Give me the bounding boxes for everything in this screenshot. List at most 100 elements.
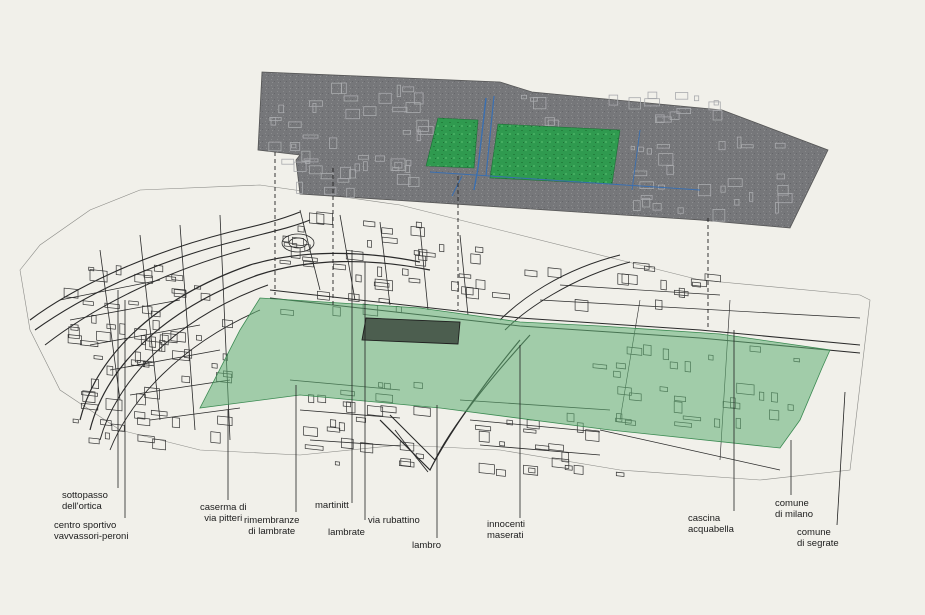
building-block <box>200 292 211 301</box>
building-block <box>360 442 374 454</box>
relief-block <box>328 137 338 149</box>
building-block <box>150 310 161 318</box>
building-block <box>303 426 318 437</box>
label-sottopasso: sottopasso dell'ortica <box>62 490 108 512</box>
relief-block <box>340 82 347 94</box>
building-block <box>217 415 233 426</box>
building-block <box>621 273 638 285</box>
building-block <box>523 464 539 476</box>
building-block <box>330 419 337 428</box>
building-block <box>615 471 625 477</box>
relief-block <box>289 142 301 151</box>
building-block <box>210 431 221 444</box>
building-block <box>334 461 340 466</box>
building-block <box>282 235 290 243</box>
building-block <box>89 269 108 283</box>
building-block <box>104 302 120 310</box>
building-block <box>137 434 155 444</box>
relief-block <box>676 108 692 115</box>
relief-block <box>713 100 719 106</box>
building-block <box>309 212 325 225</box>
relief-block <box>288 121 302 128</box>
relief-block <box>301 150 311 162</box>
relief-block <box>639 181 654 190</box>
building-block <box>149 336 156 348</box>
building-block <box>152 438 166 451</box>
relief-block <box>544 117 555 126</box>
building-block <box>106 365 114 376</box>
building-block <box>524 269 538 278</box>
building-block <box>88 266 95 272</box>
building-block <box>96 330 111 342</box>
building-block <box>80 339 99 348</box>
building-block <box>378 297 390 304</box>
building-block <box>119 323 126 335</box>
building-block <box>106 323 116 330</box>
building-block <box>380 405 397 414</box>
relief-block <box>638 146 644 153</box>
building-block <box>367 239 372 248</box>
building-block <box>128 300 139 306</box>
building-block <box>346 401 356 414</box>
relief-block <box>396 173 411 185</box>
label-comune-segrate: comune di segrate <box>797 527 839 549</box>
relief-block <box>303 158 319 163</box>
relief-block <box>718 141 726 151</box>
building-block <box>194 285 202 290</box>
building-block <box>159 334 169 346</box>
relief-block <box>727 178 743 187</box>
building-block <box>211 362 218 369</box>
relief-block <box>669 111 680 120</box>
relief-block <box>712 110 723 121</box>
relief-block <box>291 143 297 149</box>
building-block <box>153 264 164 273</box>
label-rimembranze: rimembranze di lambrate <box>244 515 300 537</box>
relief-block <box>416 119 429 132</box>
building-block <box>82 390 96 404</box>
label-lambro: lambro <box>412 540 442 551</box>
relief-block <box>533 97 547 110</box>
building-block <box>134 273 153 284</box>
label-lambrate: lambrate <box>328 527 365 538</box>
building-block <box>439 243 445 253</box>
building-block <box>410 226 425 237</box>
building-block <box>678 287 685 298</box>
relief-block <box>642 197 651 208</box>
building-block <box>145 340 163 352</box>
building-block <box>367 405 384 417</box>
building-block <box>290 246 301 259</box>
building-block <box>506 419 513 426</box>
relief-block <box>293 161 307 172</box>
building-block <box>414 254 427 267</box>
relief-block <box>694 95 700 102</box>
building-block <box>475 424 492 432</box>
building-block <box>574 299 589 312</box>
building-block <box>492 291 510 300</box>
relief-block <box>270 117 277 126</box>
relief-block <box>656 144 671 149</box>
building-block <box>279 259 291 265</box>
relief-block <box>363 161 368 172</box>
building-block <box>355 416 366 423</box>
building-block <box>134 411 146 420</box>
building-block <box>150 409 168 417</box>
building-block <box>690 278 707 288</box>
building-block <box>674 289 689 297</box>
relief-block <box>646 148 653 155</box>
building-block <box>561 451 569 463</box>
relief-block <box>349 169 357 179</box>
building-block <box>399 460 415 468</box>
building-block <box>400 457 411 467</box>
building-block <box>381 236 398 245</box>
building-block <box>704 273 721 283</box>
building-block <box>373 281 390 288</box>
building-block <box>63 287 79 299</box>
building-block <box>419 251 436 258</box>
relief-block <box>640 194 653 200</box>
building-block <box>165 275 177 282</box>
relief-block <box>308 100 323 107</box>
building-block <box>171 288 186 295</box>
building-block <box>292 236 304 247</box>
building-block <box>496 468 506 477</box>
